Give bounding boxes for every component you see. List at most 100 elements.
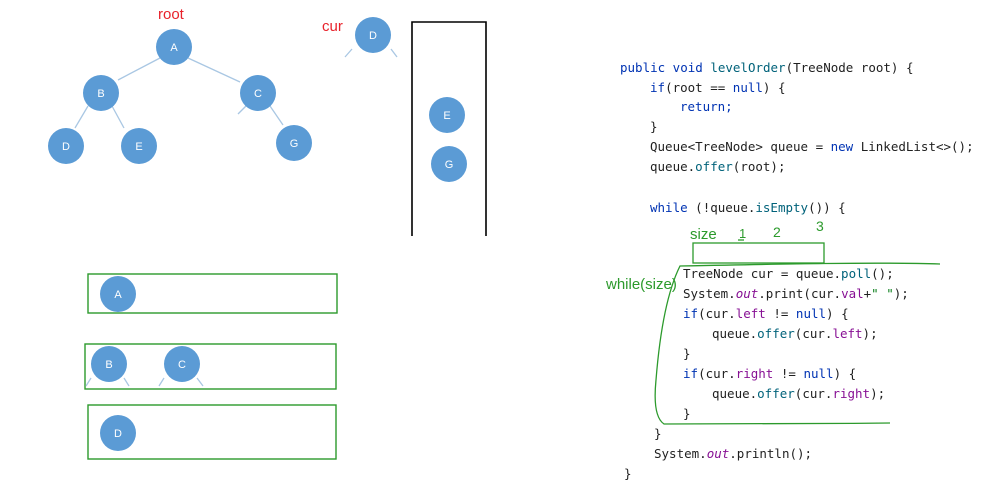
code-token: + xyxy=(863,286,872,301)
code-token: if xyxy=(650,80,666,95)
code-token: (cur. xyxy=(794,386,833,401)
level-box-2: B C xyxy=(84,343,337,390)
level-3-node-d: D xyxy=(114,428,122,440)
code-line-15: } xyxy=(683,406,691,421)
code-token: ); xyxy=(862,326,878,341)
code-token: offer xyxy=(695,159,733,174)
code-token: ); xyxy=(870,386,886,401)
code-token: .println(); xyxy=(729,446,813,461)
code-line-6: queue.offer(root); xyxy=(650,159,785,175)
code-token: (root == xyxy=(665,80,733,95)
code-line-2: if(root == null) { xyxy=(650,80,785,96)
code-token: out xyxy=(735,286,759,301)
code-line-12: } xyxy=(683,346,691,361)
size-box xyxy=(692,242,825,264)
tree-node-a: A xyxy=(156,29,192,65)
while-size-bracket xyxy=(654,262,941,425)
code-token: ) { xyxy=(826,306,849,321)
code-line-9: System.out.print(cur.val+" "); xyxy=(683,286,909,302)
code-line-14: queue.offer(cur.right); xyxy=(712,386,885,402)
edge-b-d xyxy=(74,105,89,129)
code-token: queue. xyxy=(712,326,758,341)
tree-node-g-label: G xyxy=(290,138,299,150)
tree-node-d: D xyxy=(48,128,84,164)
code-token: right xyxy=(735,366,774,381)
queue-container xyxy=(411,21,487,236)
code-token: (); xyxy=(871,266,894,281)
code-line-17: System.out.println(); xyxy=(654,446,812,462)
level-box-3: D xyxy=(87,404,337,460)
code-token: LinkedList<>(); xyxy=(853,139,974,154)
code-annotations xyxy=(654,239,941,425)
cur-label: cur xyxy=(322,18,343,35)
queue-item-g-label: G xyxy=(445,159,454,171)
mark-1: 1 xyxy=(739,226,747,241)
code-token: (cur. xyxy=(698,366,736,381)
code-token: (!queue. xyxy=(687,200,756,215)
code-token: public void xyxy=(620,60,711,75)
code-token: right xyxy=(832,386,871,401)
code-token: (cur. xyxy=(698,306,736,321)
edge-c-stub xyxy=(237,105,247,115)
code-token: val xyxy=(841,286,864,301)
code-token: isEmpty xyxy=(755,200,809,215)
code-token: (root); xyxy=(732,159,786,174)
code-token: ()) { xyxy=(808,200,846,215)
code-token: (cur. xyxy=(794,326,833,341)
code-token: ) { xyxy=(762,80,786,95)
code-token: Queue<TreeNode> queue = xyxy=(650,139,831,154)
code-token: null xyxy=(803,366,834,381)
cur-node: D xyxy=(344,17,398,58)
code-token: queue. xyxy=(712,386,758,401)
tree-node-b-label: B xyxy=(97,88,104,100)
tree-node-a-label: A xyxy=(170,42,178,54)
code-line-8: TreeNode cur = queue.poll(); xyxy=(683,266,894,282)
code-token: if xyxy=(683,366,699,381)
code-token: System. xyxy=(654,446,707,461)
while-size-label: while(size) xyxy=(606,276,677,293)
edge-a-b xyxy=(117,57,161,81)
code-line-13: if(cur.right != null) { xyxy=(683,366,856,382)
tree-node-c-label: C xyxy=(254,88,262,100)
code-token: left xyxy=(832,326,863,341)
code-line-4: } xyxy=(650,119,658,134)
code-token: (TreeNode root) { xyxy=(785,60,914,75)
code-line-10: if(cur.left != null) { xyxy=(683,306,849,322)
level-box-1: A xyxy=(87,273,338,314)
tree-node-b: B xyxy=(83,75,119,111)
tree-node-c: C xyxy=(240,75,276,111)
mark-2: 2 xyxy=(773,224,781,240)
queue-item-g: G xyxy=(431,146,467,182)
mark-3: 3 xyxy=(816,218,824,234)
code-line-18: } xyxy=(624,466,632,481)
code-line-7: while (!queue.isEmpty()) { xyxy=(650,200,846,216)
code-token: left xyxy=(735,306,766,321)
code-line-1: public void levelOrder(TreeNode root) { xyxy=(620,60,914,76)
code-line-3: return; xyxy=(680,99,733,114)
level-1-node-a: A xyxy=(114,289,122,301)
level-2-node-c: C xyxy=(178,359,186,371)
root-label: root xyxy=(158,6,184,23)
tree-node-g: G xyxy=(276,125,312,161)
size-label: size xyxy=(690,226,717,243)
queue-item-e-label: E xyxy=(443,110,450,122)
code-line-16: } xyxy=(654,426,662,441)
code-token: poll xyxy=(841,266,872,281)
code-token: null xyxy=(795,306,827,321)
code-token: " " xyxy=(871,286,894,301)
tree-node-d-label: D xyxy=(62,141,70,153)
cur-node-label: D xyxy=(369,30,377,42)
code-token: while xyxy=(650,200,688,215)
code-line-11: queue.offer(cur.left); xyxy=(712,326,878,342)
code-token: null xyxy=(732,80,763,95)
code-token: TreeNode cur = queue. xyxy=(683,266,842,281)
edge-a-c xyxy=(187,57,241,83)
code-token: levelOrder xyxy=(710,60,786,75)
code-token: ) { xyxy=(833,366,857,381)
code-token: queue. xyxy=(650,159,696,174)
code-token: System. xyxy=(683,286,736,301)
queue-item-e: E xyxy=(429,97,465,133)
tree-node-e-label: E xyxy=(135,141,142,153)
